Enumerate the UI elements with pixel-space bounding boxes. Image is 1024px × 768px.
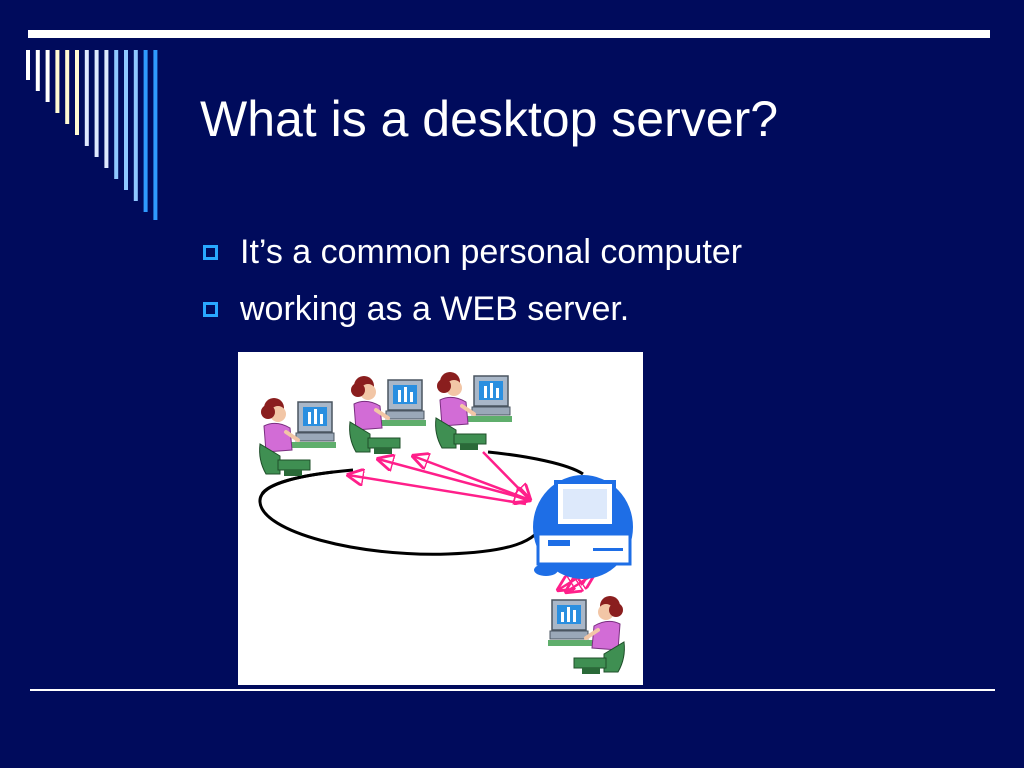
decorative-stripe [124, 50, 128, 190]
user-workstation-icon [435, 372, 512, 450]
user-workstation-icon [259, 398, 336, 476]
decorative-stripe [75, 50, 79, 135]
decorative-stripe [143, 50, 148, 212]
decorative-stripe [65, 50, 70, 124]
decorative-stripe [94, 50, 99, 157]
decorative-stripe [114, 50, 119, 179]
decorative-stripe [35, 50, 40, 91]
bullet-item: working as a WEB server. [200, 287, 742, 344]
decorative-stripe [26, 50, 30, 80]
top-rule [28, 30, 990, 38]
bullet-text: It’s a common personal computer [240, 233, 743, 271]
server-computer-icon [533, 475, 633, 579]
decorative-stripe [55, 50, 60, 113]
decorative-stripe [84, 50, 89, 146]
square-bullet-icon [203, 245, 218, 260]
decorative-stripe [45, 50, 50, 102]
decorative-stripe [104, 50, 109, 168]
bullet-text: working as a WEB server. [240, 290, 630, 328]
network-diagram [238, 352, 643, 685]
decorative-stripe [153, 50, 158, 220]
user-workstation-icon [349, 376, 426, 454]
decorative-stripes [26, 50, 158, 220]
decorative-stripe [133, 50, 138, 201]
bullet-item: It’s a common personal computer [200, 230, 742, 287]
slide-title: What is a desktop server? [200, 91, 779, 147]
square-bullet-icon [203, 302, 218, 317]
user-workstation-icon [548, 596, 625, 674]
bullet-list: It’s a common personal computer working … [200, 230, 742, 344]
network-ring-left-top [260, 470, 334, 495]
bottom-rule [30, 689, 995, 691]
network-illustration [258, 372, 633, 674]
